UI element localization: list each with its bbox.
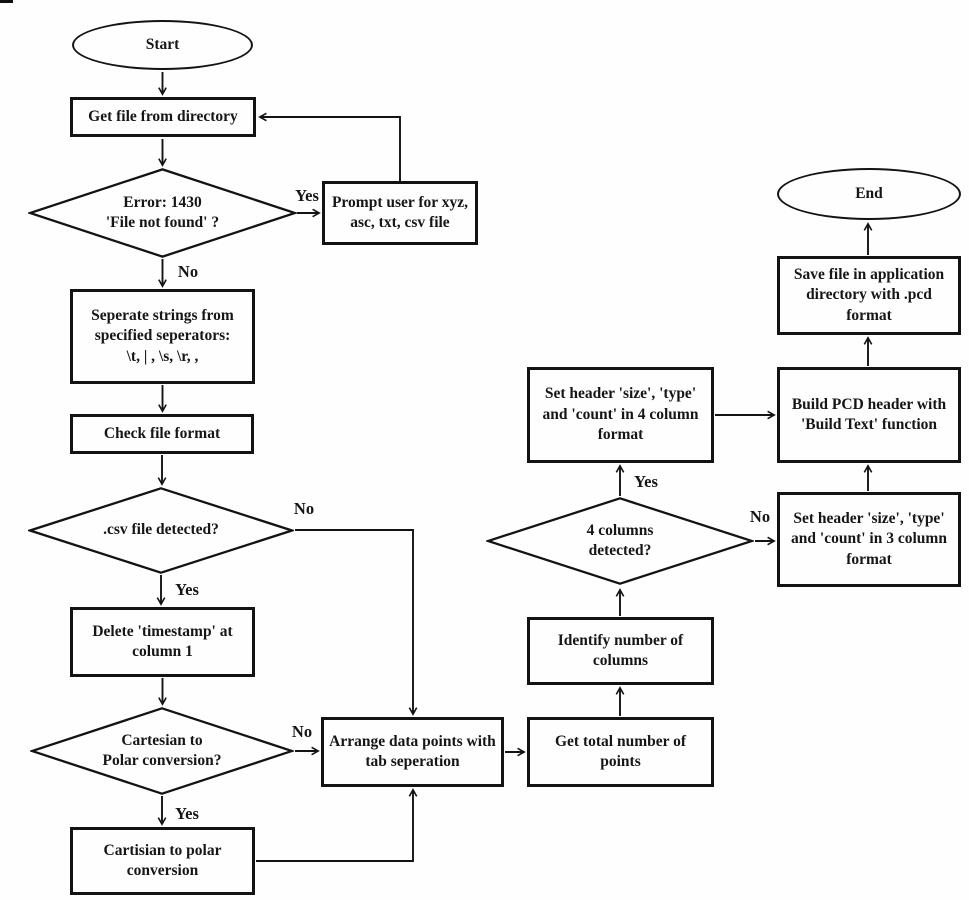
node-arrange-points-label: Arrange data points with tab seperation	[329, 732, 496, 770]
node-save-file-label: Save file in application directory with …	[793, 265, 945, 324]
node-csv-detected-label: .csv file detected?	[103, 521, 219, 539]
diamond-shape	[28, 168, 297, 258]
node-set-header-3col-label: Set header 'size', 'type' and 'count' in…	[791, 509, 947, 568]
node-csv-detected: .csv file detected?	[28, 487, 294, 574]
node-prompt-user-label: Prompt user for xyz, asc, txt, csv file	[331, 193, 469, 231]
edge-label-cartesian-no: No	[291, 722, 313, 741]
edge-label-csv-no: No	[293, 499, 315, 518]
node-error-check-label: Error: 1430 'File not found' ?	[105, 193, 220, 231]
node-delete-timestamp: Delete 'timestamp' at column 1	[70, 607, 255, 677]
node-build-pcd-header: Build PCD header with 'Build Text' funct…	[777, 367, 961, 463]
node-end: End	[777, 168, 961, 220]
node-cartesian-conversion: Cartisian to polar conversion	[70, 827, 255, 895]
node-build-pcd-header-label: Build PCD header with 'Build Text' funct…	[791, 395, 947, 433]
node-set-header-3col: Set header 'size', 'type' and 'count' in…	[777, 492, 961, 587]
node-prompt-user: Prompt user for xyz, asc, txt, csv file	[322, 181, 478, 245]
node-separate-strings: Seperate strings from specified seperato…	[70, 289, 255, 384]
node-start: Start	[72, 20, 253, 70]
node-error-check: Error: 1430 'File not found' ?	[28, 168, 297, 258]
node-cartesian-question: Cartesian to Polar conversion?	[30, 707, 294, 795]
edge-label-error-yes: Yes	[295, 186, 319, 205]
node-identify-columns-label: Identify number of columns	[557, 631, 684, 669]
node-end-label: End	[855, 184, 883, 202]
edge-label-four-columns-no: No	[749, 507, 771, 526]
node-get-total-points-label: Get total number of points	[554, 732, 687, 770]
edge-label-csv-yes: Yes	[175, 580, 199, 599]
node-four-columns: 4 columns detected?	[486, 497, 754, 585]
node-get-file: Get file from directory	[70, 97, 256, 137]
edge-label-error-no: No	[177, 262, 199, 281]
node-identify-columns: Identify number of columns	[527, 617, 714, 685]
diamond-shape	[30, 707, 294, 795]
edge-label-four-columns-yes: Yes	[634, 472, 658, 491]
node-set-header-4col-label: Set header 'size', 'type' and 'count' in…	[542, 385, 699, 444]
edge-label-cartesian-yes: Yes	[175, 804, 199, 823]
node-separate-strings-label: Seperate strings from specified seperato…	[91, 306, 234, 365]
node-cartesian-question-label: Cartesian to Polar conversion?	[102, 731, 222, 769]
node-check-format: Check file format	[70, 414, 254, 454]
node-save-file: Save file in application directory with …	[777, 256, 961, 335]
scan-artifact-mark	[0, 0, 13, 3]
node-get-total-points: Get total number of points	[527, 717, 714, 787]
node-get-file-label: Get file from directory	[88, 107, 238, 125]
diamond-shape	[28, 487, 294, 574]
node-check-format-label: Check file format	[103, 424, 221, 442]
node-delete-timestamp-label: Delete 'timestamp' at column 1	[92, 622, 233, 660]
node-four-columns-label: 4 columns detected?	[586, 521, 654, 559]
node-cartesian-conversion-label: Cartisian to polar conversion	[103, 841, 222, 879]
node-start-label: Start	[145, 35, 180, 53]
diamond-shape	[486, 497, 754, 585]
node-arrange-points: Arrange data points with tab seperation	[321, 717, 504, 787]
node-set-header-4col: Set header 'size', 'type' and 'count' in…	[527, 367, 714, 463]
